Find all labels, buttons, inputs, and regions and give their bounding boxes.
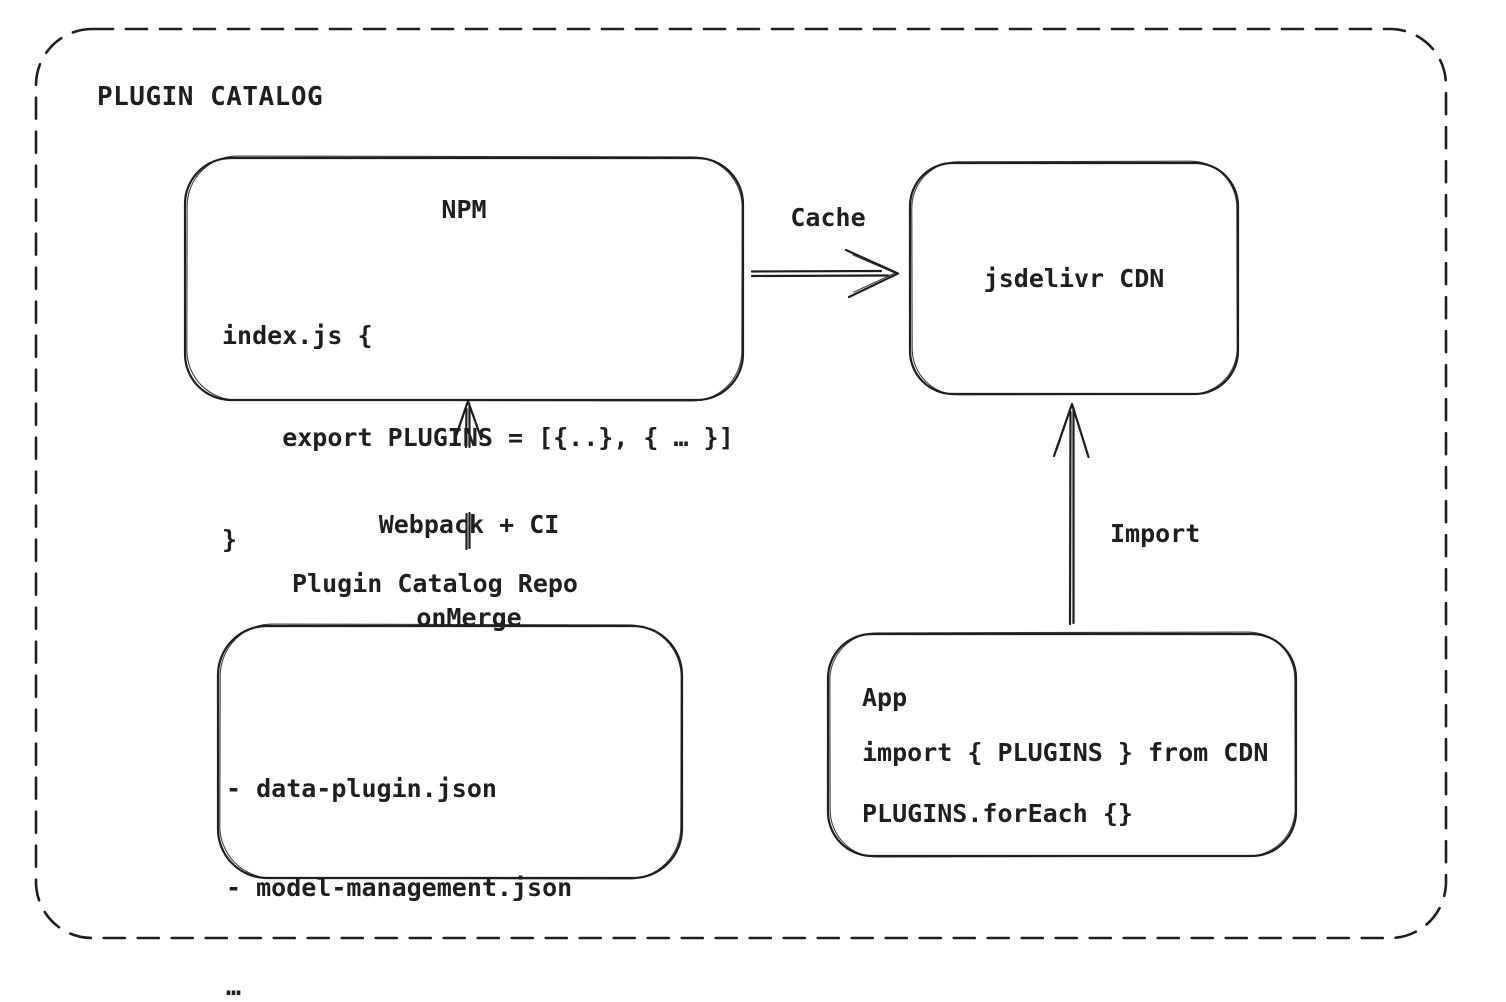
npm-code-block: index.js { export PLUGINS = [{..}, { … }… <box>222 251 734 625</box>
repo-box-shape <box>216 623 684 880</box>
build-arrow-label-line: onMerge <box>416 603 522 632</box>
cache-arrow-label: Cache <box>790 203 866 232</box>
app-node-title: App <box>862 683 908 712</box>
cdn-node-title: jsdelivr CDN <box>983 264 1165 293</box>
app-code-line: PLUGINS.forEach {} <box>862 799 1133 828</box>
npm-code-line: export PLUGINS = [{..}, { … }] <box>222 423 734 452</box>
app-code-line: import { PLUGINS } from CDN <box>862 738 1269 767</box>
import-arrow-label: Import <box>1110 519 1201 548</box>
diagram-title: PLUGIN CATALOG <box>97 82 324 112</box>
cache-arrow <box>750 248 900 299</box>
repo-file-item: … <box>226 972 242 1001</box>
repo-node-label: Plugin Catalog Repo <box>292 569 578 598</box>
build-arrow-label: Webpack + CI onMerge <box>379 447 560 695</box>
app-box-shape <box>826 631 1298 858</box>
import-arrow <box>1052 402 1090 626</box>
repo-file-item: - data-plugin.json <box>226 774 497 803</box>
npm-node-title: NPM <box>441 195 487 224</box>
npm-code-line: index.js { <box>222 321 373 350</box>
cdn-box-shape <box>908 160 1240 396</box>
catalog-boundary <box>34 27 1448 940</box>
npm-code-line: } <box>222 525 238 554</box>
npm-box-shape <box>183 155 745 402</box>
build-arrow <box>453 399 483 551</box>
repo-file-item: - model-management.json <box>226 873 573 902</box>
repo-file-list: - data-plugin.json - model-management.js… <box>226 706 572 1002</box>
build-arrow-label-line: Webpack + CI <box>378 510 560 539</box>
